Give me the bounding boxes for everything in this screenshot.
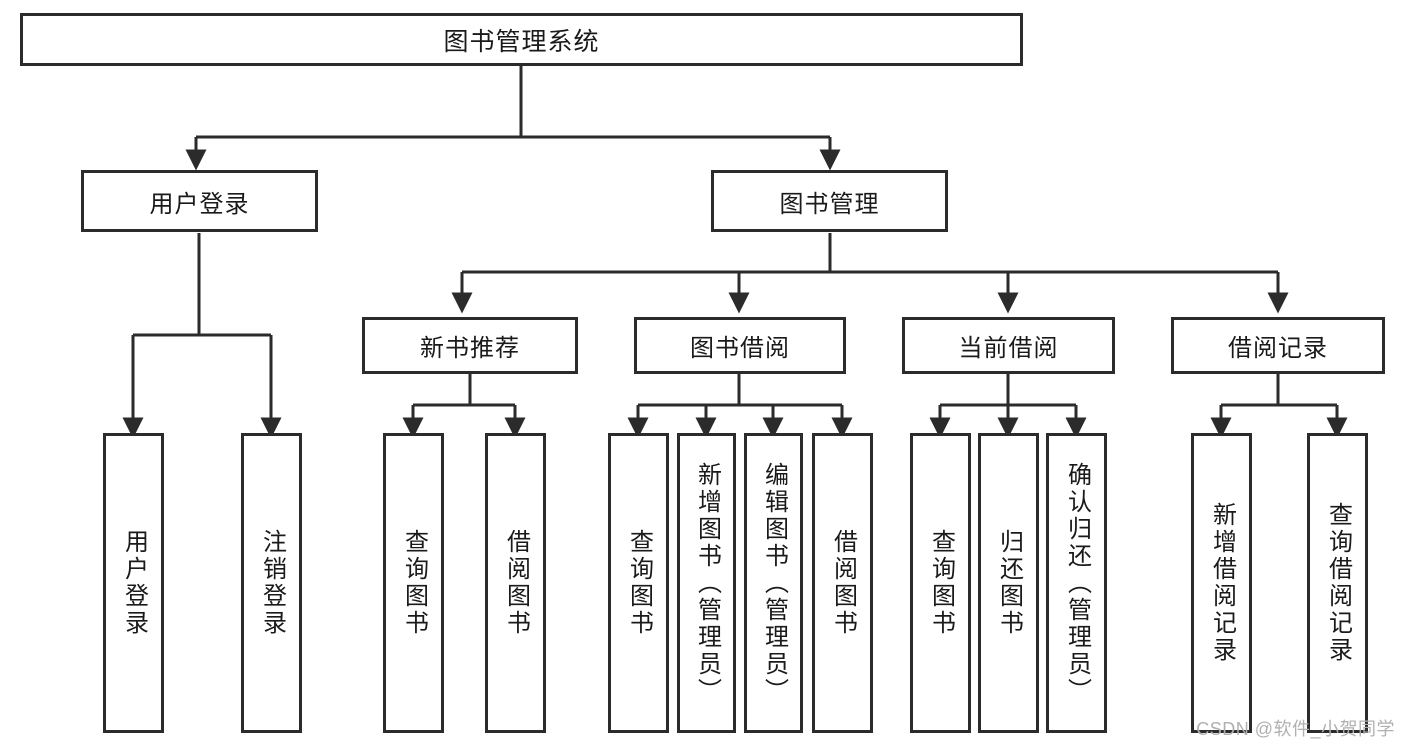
leaf-current-borrow-query[interactable]: 查询图书	[910, 433, 971, 733]
leaf-current-borrow-query-label: 查询图书	[927, 529, 955, 637]
node-book-management[interactable]: 图书管理	[711, 170, 948, 232]
node-book-borrow-label: 图书借阅	[690, 335, 790, 362]
csdn-watermark: CSDN @软件_小贺同学	[1196, 719, 1395, 739]
node-borrow-record[interactable]: 借阅记录	[1171, 317, 1385, 374]
node-user-login-label: 用户登录	[149, 190, 250, 218]
leaf-borrow-record-add-label: 新增借阅记录	[1208, 502, 1236, 664]
leaf-current-borrow-confirm-label: 确认归还（管理员）	[1063, 461, 1091, 705]
leaf-book-borrow-edit-label: 编辑图书（管理员）	[760, 461, 788, 705]
node-borrow-record-label: 借阅记录	[1228, 335, 1328, 362]
leaf-borrow-record-query-label: 查询借阅记录	[1324, 502, 1352, 664]
connector-userlogin-to-leaves	[122, 233, 282, 439]
leaf-new-book-borrow-label: 借阅图书	[502, 529, 530, 637]
node-book-management-label: 图书管理	[779, 190, 880, 218]
connector-root-to-bus	[185, 66, 841, 171]
node-current-borrow[interactable]: 当前借阅	[902, 317, 1115, 374]
connector-bookmgmt-to-level3	[451, 233, 1289, 314]
leaf-new-book-query[interactable]: 查询图书	[383, 433, 444, 733]
node-new-book-recommend-label: 新书推荐	[420, 335, 520, 362]
leaf-user-login-login[interactable]: 用户登录	[103, 433, 164, 733]
leaf-book-borrow-borrow-label: 借阅图书	[829, 529, 857, 637]
leaf-user-login-logout[interactable]: 注销登录	[241, 433, 302, 733]
leaf-user-login-login-label: 用户登录	[120, 529, 148, 637]
connector-borrowrecord-to-leaves	[1210, 374, 1348, 439]
node-root-system[interactable]: 图书管理系统	[20, 13, 1023, 66]
connector-bookborrow-to-leaves	[627, 374, 853, 439]
node-root-system-label: 图书管理系统	[443, 27, 600, 56]
leaf-new-book-query-label: 查询图书	[400, 529, 428, 637]
leaf-borrow-record-query[interactable]: 查询借阅记录	[1307, 433, 1368, 733]
leaf-book-borrow-add-label: 新增图书（管理员）	[693, 461, 721, 705]
connector-currentborrow-to-leaves	[929, 374, 1087, 439]
leaf-current-borrow-return[interactable]: 归还图书	[978, 433, 1039, 733]
node-current-borrow-label: 当前借阅	[958, 335, 1059, 362]
leaf-borrow-record-add[interactable]: 新增借阅记录	[1191, 433, 1252, 733]
connector-newbook-to-leaves	[402, 374, 526, 439]
leaf-current-borrow-confirm[interactable]: 确认归还（管理员）	[1046, 433, 1107, 733]
leaf-book-borrow-edit[interactable]: 编辑图书（管理员）	[744, 433, 803, 733]
leaf-book-borrow-query-label: 查询图书	[625, 529, 653, 637]
leaf-book-borrow-add[interactable]: 新增图书（管理员）	[677, 433, 736, 733]
node-book-borrow[interactable]: 图书借阅	[634, 317, 846, 374]
node-new-book-recommend[interactable]: 新书推荐	[362, 317, 578, 374]
leaf-new-book-borrow[interactable]: 借阅图书	[485, 433, 546, 733]
node-user-login[interactable]: 用户登录	[81, 170, 318, 232]
leaf-user-login-logout-label: 注销登录	[258, 529, 286, 637]
leaf-current-borrow-return-label: 归还图书	[995, 529, 1023, 637]
leaf-book-borrow-borrow[interactable]: 借阅图书	[812, 433, 873, 733]
leaf-book-borrow-query[interactable]: 查询图书	[608, 433, 669, 733]
